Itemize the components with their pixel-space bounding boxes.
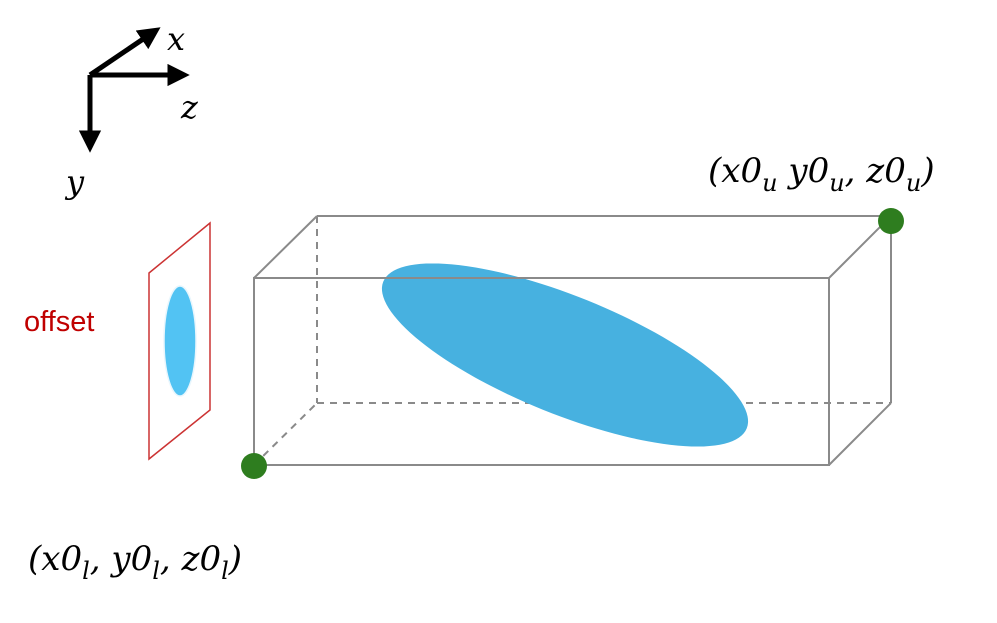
- x-axis-arrow: [88, 27, 161, 78]
- x-axis-label: x: [167, 20, 185, 58]
- offset-label: offset: [24, 306, 94, 338]
- y-axis-label: y: [64, 163, 85, 201]
- offset-plane-group: offset: [24, 221, 211, 461]
- ellipsoid: [381, 263, 749, 447]
- lower-corner-label: (x0l, y0l, z0l): [28, 539, 242, 585]
- projected-ellipse: [163, 285, 197, 397]
- axes-indicator: x z y: [64, 20, 199, 201]
- offset-plane: [148, 221, 211, 461]
- upper-corner-point: [878, 208, 904, 234]
- z-axis-label: z: [180, 88, 199, 126]
- lower-corner-point: [241, 453, 267, 479]
- upper-corner-label: (x0u y0u, z0u): [708, 151, 935, 197]
